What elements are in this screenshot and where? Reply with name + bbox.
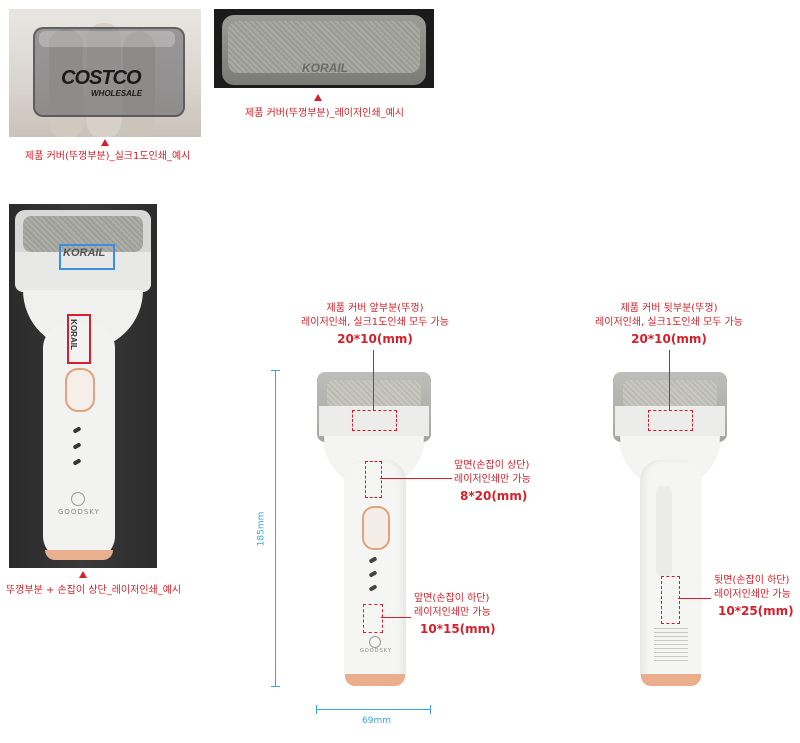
height-dimension-line xyxy=(275,370,276,687)
photo3-brand-icon xyxy=(71,492,85,506)
width-dimension-line xyxy=(316,709,431,710)
photo3-handle-logo-box xyxy=(67,314,91,364)
back-cover-label-line1: 제품 커버 뒷부분(뚜껑) xyxy=(620,303,718,314)
front-cover-size: 20*10(mm) xyxy=(337,332,413,346)
back-handle-print-area xyxy=(661,576,680,624)
front-handle-bottom-size: 10*15(mm) xyxy=(420,622,496,636)
front-handle-bottom-label: 앞면(손잡이 하단) 레이저인쇄만 가능 10*15(mm) xyxy=(414,592,496,638)
photo-korail-cover: KORAIL xyxy=(214,9,434,88)
back-cover-leader xyxy=(669,350,670,410)
photo-full-device: KORAIL KORAIL GOODSKY xyxy=(9,204,157,568)
front-handle-top-line1: 앞면(손잡이 상단) xyxy=(454,460,530,471)
photo1-pointer xyxy=(101,139,109,146)
front-cover-label: 제품 커버 앞부분(뚜껑) 레이저인쇄, 실크1도인쇄 모두 가능 20*10(… xyxy=(290,302,460,348)
back-cover-print-area xyxy=(648,410,693,431)
front-handle-top-size: 8*20(mm) xyxy=(460,489,528,503)
front-handle-top-line2: 레이저인쇄만 가능 xyxy=(454,474,531,485)
front-cover-label-line2: 레이저인쇄, 실크1도인쇄 모두 가능 xyxy=(301,317,449,328)
front-handle-top-print-area xyxy=(365,461,382,498)
photo3-logo-box xyxy=(59,244,115,270)
front-handle-top-leader xyxy=(380,478,452,479)
back-handle-line2: 레이저인쇄만 가능 xyxy=(714,589,791,600)
front-handle-bottom-line2: 레이저인쇄만 가능 xyxy=(414,607,491,618)
back-cover-label-line2: 레이저인쇄, 실크1도인쇄 모두 가능 xyxy=(595,317,743,328)
korail-logo: KORAIL xyxy=(302,61,348,75)
front-handle-top-label: 앞면(손잡이 상단) 레이저인쇄만 가능 8*20(mm) xyxy=(454,459,531,505)
width-label: 69mm xyxy=(362,716,391,726)
photo2-caption: 제품 커버(뚜껑부분)_레이저인쇄_예시 xyxy=(245,108,404,119)
photo3-pointer xyxy=(79,571,87,578)
front-cover-leader xyxy=(373,350,374,410)
back-cover-label: 제품 커버 뒷부분(뚜껑) 레이저인쇄, 실크1도인쇄 모두 가능 20*10(… xyxy=(584,302,754,348)
photo3-caption: 뚜껑부분 + 손잡이 상단_레이저인쇄_예시 xyxy=(6,585,182,596)
front-cover-label-line1: 제품 커버 앞부분(뚜껑) xyxy=(326,303,424,314)
photo3-power-button xyxy=(65,368,95,412)
photo-costco-cover: COSTCO WHOLESALE xyxy=(9,9,201,137)
front-handle-bottom-print-area xyxy=(363,604,383,633)
front-cover-print-area xyxy=(352,410,397,431)
back-fine-print xyxy=(654,628,688,664)
photo3-handle-logo: KORAIL xyxy=(68,319,78,350)
front-brand: GOODSKY xyxy=(360,648,392,654)
height-label: 185mm xyxy=(256,511,267,547)
costco-logo-sub: WHOLESALE xyxy=(91,89,143,98)
back-handle-label: 뒷면(손잡이 하단) 레이저인쇄만 가능 10*25(mm) xyxy=(714,574,794,620)
back-cover-size: 20*10(mm) xyxy=(631,332,707,346)
costco-logo: COSTCO xyxy=(61,67,142,89)
back-handle-line1: 뒷면(손잡이 하단) xyxy=(714,575,790,586)
front-brand-icon xyxy=(369,636,381,648)
front-handle-bottom-leader xyxy=(381,617,411,618)
front-handle-bottom-line1: 앞면(손잡이 하단) xyxy=(414,593,490,604)
photo2-pointer xyxy=(314,94,322,101)
back-handle-size: 10*25(mm) xyxy=(718,604,794,618)
front-power-button xyxy=(362,506,390,550)
photo1-caption: 제품 커버(뚜껑부분)_실크1도인쇄_예시 xyxy=(25,151,191,162)
photo3-brand: GOODSKY xyxy=(58,508,100,516)
back-handle-leader xyxy=(678,598,711,599)
photo3-korail-logo: KORAIL xyxy=(63,247,106,259)
